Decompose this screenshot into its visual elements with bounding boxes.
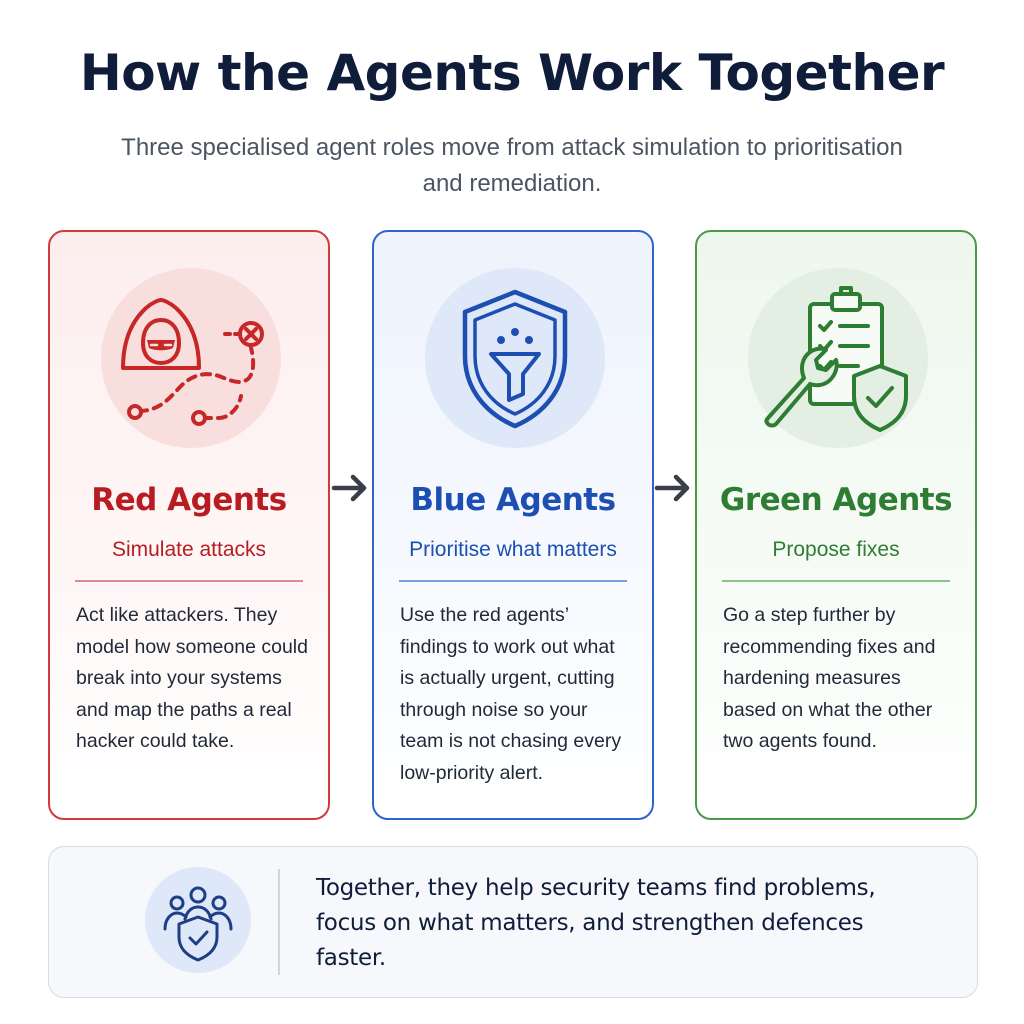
card-title: Green Agents: [719, 482, 953, 518]
wrench-checklist-shield-icon: [748, 268, 928, 448]
blue-agents-card: Blue Agents Prioritise what matters Use …: [372, 230, 654, 820]
card-description: Use the red agents’ findings to work out…: [400, 604, 622, 784]
arrow-right-icon: [330, 468, 370, 508]
page-subtitle: Three specialised agent roles move from …: [121, 134, 903, 197]
card-divider: [399, 580, 627, 582]
card-subtitle: Prioritise what matters: [409, 538, 617, 561]
hooded-hacker-attack-path-icon: [101, 268, 281, 448]
card-description: Go a step further by recommending fixes …: [723, 604, 936, 752]
green-agents-card: Green Agents Propose fixes Go a step fur…: [695, 230, 977, 820]
arrow-right-icon: [653, 468, 693, 508]
shield-funnel-icon: [425, 268, 605, 448]
summary-divider: [278, 869, 280, 975]
card-description: Act like attackers. They model how someo…: [76, 604, 308, 752]
card-divider: [75, 580, 303, 582]
card-subtitle: Simulate attacks: [111, 538, 267, 561]
card-divider: [722, 580, 950, 582]
summary-panel: Together, they help security teams find …: [48, 846, 978, 998]
page-title: How the Agents Work Together: [79, 44, 945, 102]
card-title: Blue Agents: [410, 482, 616, 518]
summary-text: Together, they help security teams find …: [316, 875, 876, 971]
card-title: Red Agents: [91, 482, 287, 518]
team-shield-icon: [145, 867, 251, 973]
red-agents-card: Red Agents Simulate attacks Act like att…: [48, 230, 330, 820]
card-subtitle: Propose fixes: [772, 538, 900, 561]
